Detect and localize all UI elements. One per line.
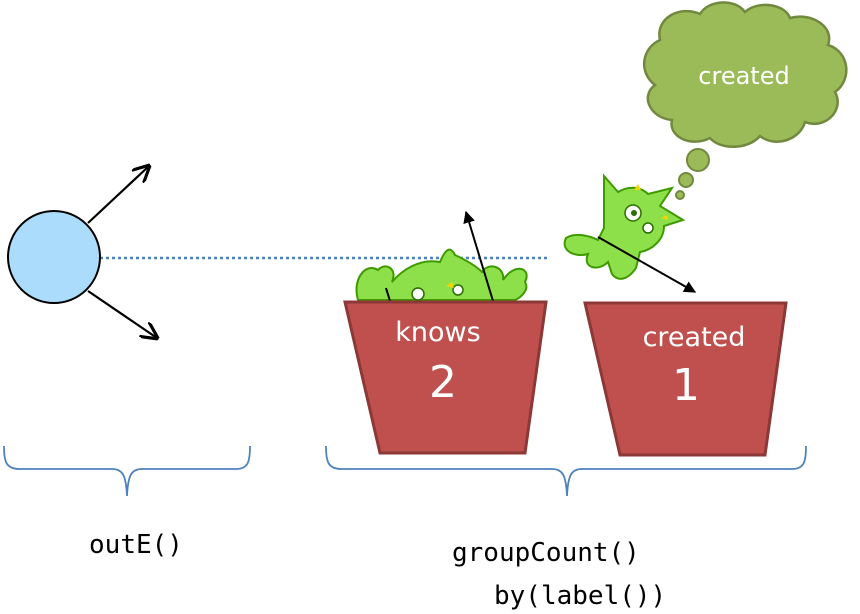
brace-outE	[3, 445, 251, 497]
bucket-label: knows	[395, 317, 480, 348]
bucket-created: created 1	[583, 301, 788, 457]
gremlin-jumping-icon	[563, 173, 686, 280]
edge-arrow-into-bucket	[597, 236, 697, 293]
out-edge-arrow-down	[87, 290, 157, 338]
brace-groupCount	[325, 445, 807, 497]
step-label-by-label: by(label())	[494, 581, 666, 611]
vertex-circle	[7, 210, 101, 304]
step-label-groupCount: groupCount()	[452, 538, 640, 568]
bucket-count: 1	[672, 360, 700, 411]
bucket-label: created	[643, 322, 746, 353]
step-label-outE: outE()	[89, 530, 183, 560]
bucket-knows: knows 2	[343, 300, 548, 455]
edge-arrow-up	[463, 210, 494, 302]
thought-bubble: created	[642, 1, 848, 200]
thought-bubble-text: created	[698, 62, 789, 90]
bucket-count: 2	[429, 357, 457, 408]
edge-line	[385, 287, 391, 302]
gremlins-in-bucket-icon	[355, 248, 528, 301]
out-edge-arrow-up	[87, 166, 149, 224]
